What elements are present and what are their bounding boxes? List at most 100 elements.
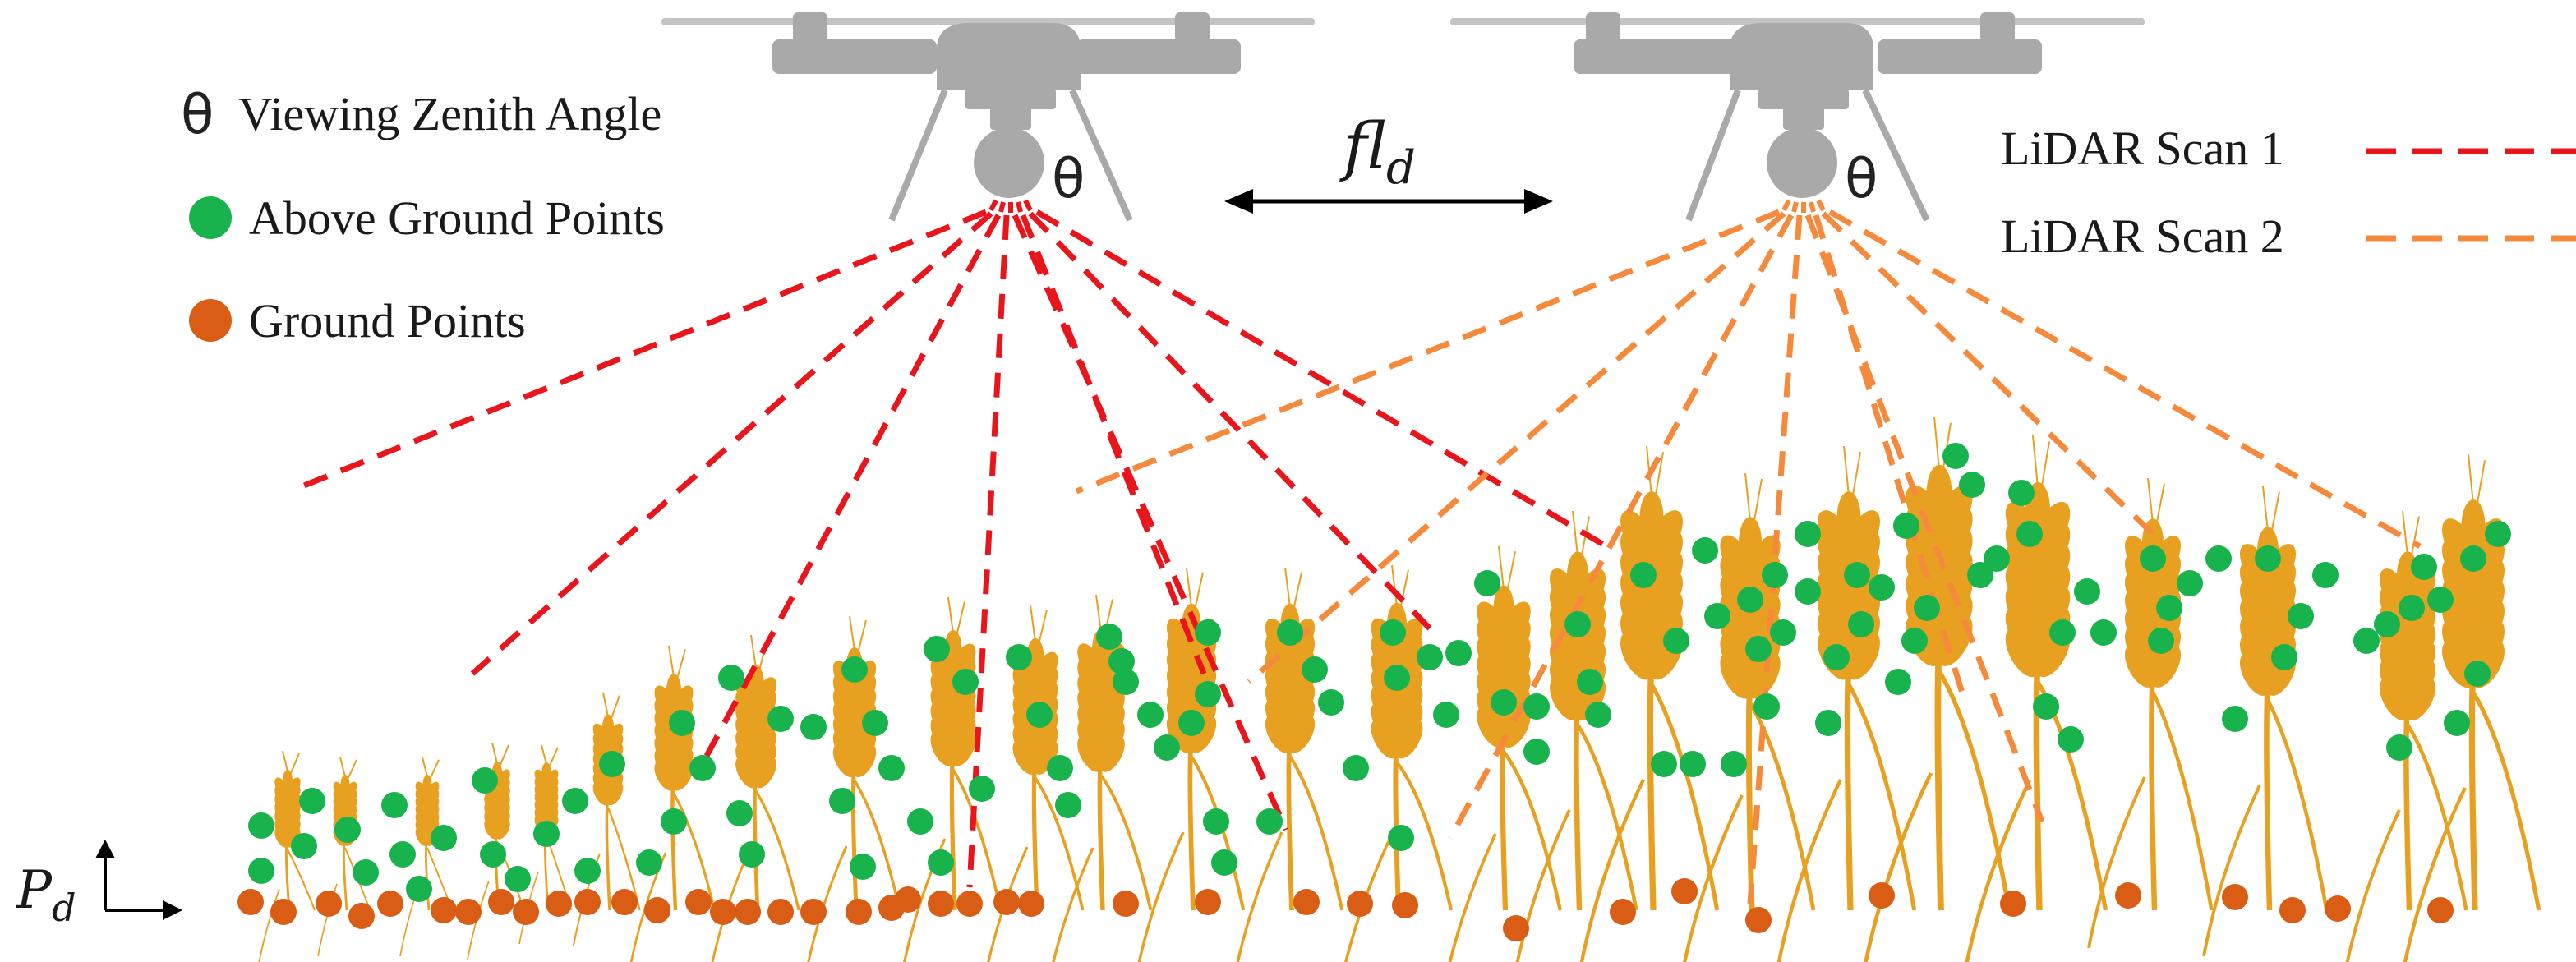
above-ground-point [1277,619,1303,646]
flight-distance-subscript: d [1386,141,1416,195]
ground-point [1347,891,1373,917]
above-ground-point [406,876,432,902]
wheat-plant [1448,545,1562,962]
above-ground-point [2485,521,2511,547]
above-ground-point [1885,669,1911,695]
above-ground-point [2016,521,2043,547]
above-ground-point [850,854,876,880]
wheat-plant [1515,510,1638,962]
above-ground-point [353,859,379,886]
above-ground-point [2049,619,2076,646]
ground-point [2115,882,2141,909]
above-ground-point [928,849,954,876]
drone-2-theta-label: θ [1845,147,1878,210]
above-ground-point [291,833,317,859]
above-ground-point [1523,693,1550,720]
above-ground-point [2427,587,2454,613]
above-ground-point [1203,808,1229,835]
above-ground-point [862,710,888,736]
legend-theta-label: Viewing Zenith Angle [238,87,661,140]
ground-point [1018,891,1044,917]
above-ground-point [2033,693,2059,720]
above-ground-point [907,808,933,835]
above-ground-point [389,841,416,868]
above-ground-point [2271,644,2297,670]
above-ground-point [1704,603,1730,629]
above-ground-point [1959,472,1985,498]
above-ground-point [599,751,625,777]
above-ground-point [248,858,274,884]
above-ground-point [1564,611,1591,637]
ground-point [1869,882,1895,909]
ground-point [2222,884,2248,910]
ground-point [735,899,761,925]
above-ground-point [669,710,695,736]
ground-point [316,891,342,917]
above-ground-point [952,669,979,695]
ground-point [767,899,794,925]
above-ground-point [2074,578,2100,605]
ground-point [546,891,572,917]
above-ground-point [1113,669,1139,695]
above-ground-point [767,706,794,732]
above-ground-point [1343,755,1369,781]
flight-distance-arrow [1224,189,1553,214]
ground-point [431,897,457,923]
above-ground-point [969,776,995,802]
ground-point [1503,915,1529,941]
ground-point [270,899,297,925]
above-ground-point [1523,739,1550,765]
wheat-plant [258,750,316,962]
wheat-plant [807,615,901,962]
axis-label-base: P [16,860,53,921]
above-ground-point [1585,702,1611,728]
above-ground-point [841,656,868,683]
above-ground-point [1737,587,1763,613]
ground-point [611,889,638,915]
above-ground-point [1815,710,1841,736]
above-ground-point [2460,545,2486,572]
above-ground-point [1753,693,1780,720]
above-ground-point [689,755,716,781]
above-ground-point [2222,706,2248,732]
above-ground-point [636,849,662,876]
above-ground-point [1577,669,1603,695]
above-ground-point [2411,554,2437,580]
wheat-plant [2403,453,2541,962]
above-ground-point [924,636,950,662]
above-ground-point [2312,562,2339,588]
above-ground-point [1795,578,1821,605]
above-ground-point [2444,710,2470,736]
above-ground-point [1901,628,1928,654]
ground-point [455,899,482,925]
above-ground-point [1651,751,1677,777]
above-ground-point [661,808,687,835]
wheat-plant [399,757,454,957]
above-ground-point [1474,570,1500,596]
wheat-plant [1965,435,2108,962]
above-ground-point [1663,628,1689,654]
above-ground-point [248,812,274,839]
above-ground-point [1967,562,1993,588]
ground-point [993,889,1020,915]
legend-left: θ Viewing Zenith Angle Above Ground Poin… [181,83,665,348]
ground-point [895,886,921,913]
above-ground-point [1108,648,1135,674]
above-ground-point [2399,595,2425,621]
legend-scan2-label: LiDAR Scan 2 [2001,209,2284,263]
ground-point [574,889,601,915]
above-ground-point [1211,849,1237,876]
above-ground-point [2386,734,2412,761]
lidar-scan-2-rays [1075,209,2422,904]
above-ground-point [1770,619,1796,646]
above-ground-point [878,755,905,781]
above-ground-point [431,825,457,851]
above-ground-point [1318,689,1344,716]
above-ground-point [718,665,744,691]
above-ground-point [2464,661,2491,687]
above-ground-point [2177,570,2203,596]
wheat-plant [518,744,573,945]
axis-label: Pd [16,860,76,930]
above-ground-point [1893,513,1919,539]
